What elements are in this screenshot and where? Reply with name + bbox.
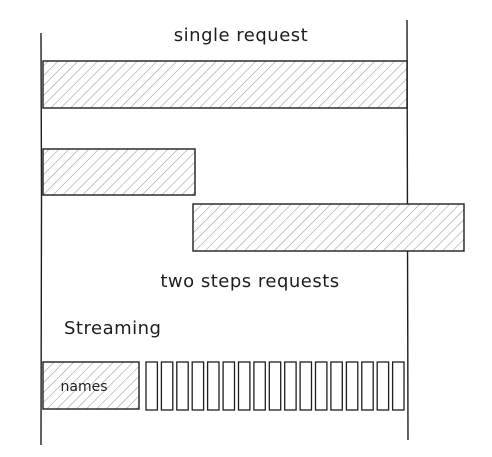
streaming-chunk: [222, 361, 236, 411]
single-request-label: single request: [174, 25, 308, 46]
names-chunk: [42, 361, 140, 410]
streaming-chunk: [330, 361, 343, 411]
streaming-chunk: [345, 361, 359, 411]
streaming-chunk: [237, 361, 251, 411]
streaming-chunk: [268, 361, 282, 411]
names-label: names: [61, 379, 108, 395]
two-steps-requests-label: two steps requests: [160, 271, 339, 292]
first-step-request-bar: [42, 148, 196, 196]
streaming-chunk: [206, 361, 220, 411]
second-step-request-bar: [192, 203, 465, 252]
single-request-bar: [42, 60, 408, 109]
streaming-chunk: [253, 361, 266, 411]
streaming-chunk: [176, 361, 189, 411]
streaming-chunk: [376, 361, 390, 411]
streaming-chunk: [191, 361, 205, 411]
streaming-chunk: [160, 361, 174, 411]
streaming-chunk: [391, 361, 405, 411]
start-boundary-line: [40, 32, 43, 446]
streaming-chunk: [145, 361, 159, 411]
streaming-label: Streaming: [64, 318, 161, 339]
streaming-chunk: [299, 361, 313, 411]
streaming-chunk: [361, 361, 374, 411]
streaming-chunk: [284, 361, 297, 411]
streaming-chunks: [145, 361, 405, 411]
streaming-chunk: [314, 361, 328, 411]
